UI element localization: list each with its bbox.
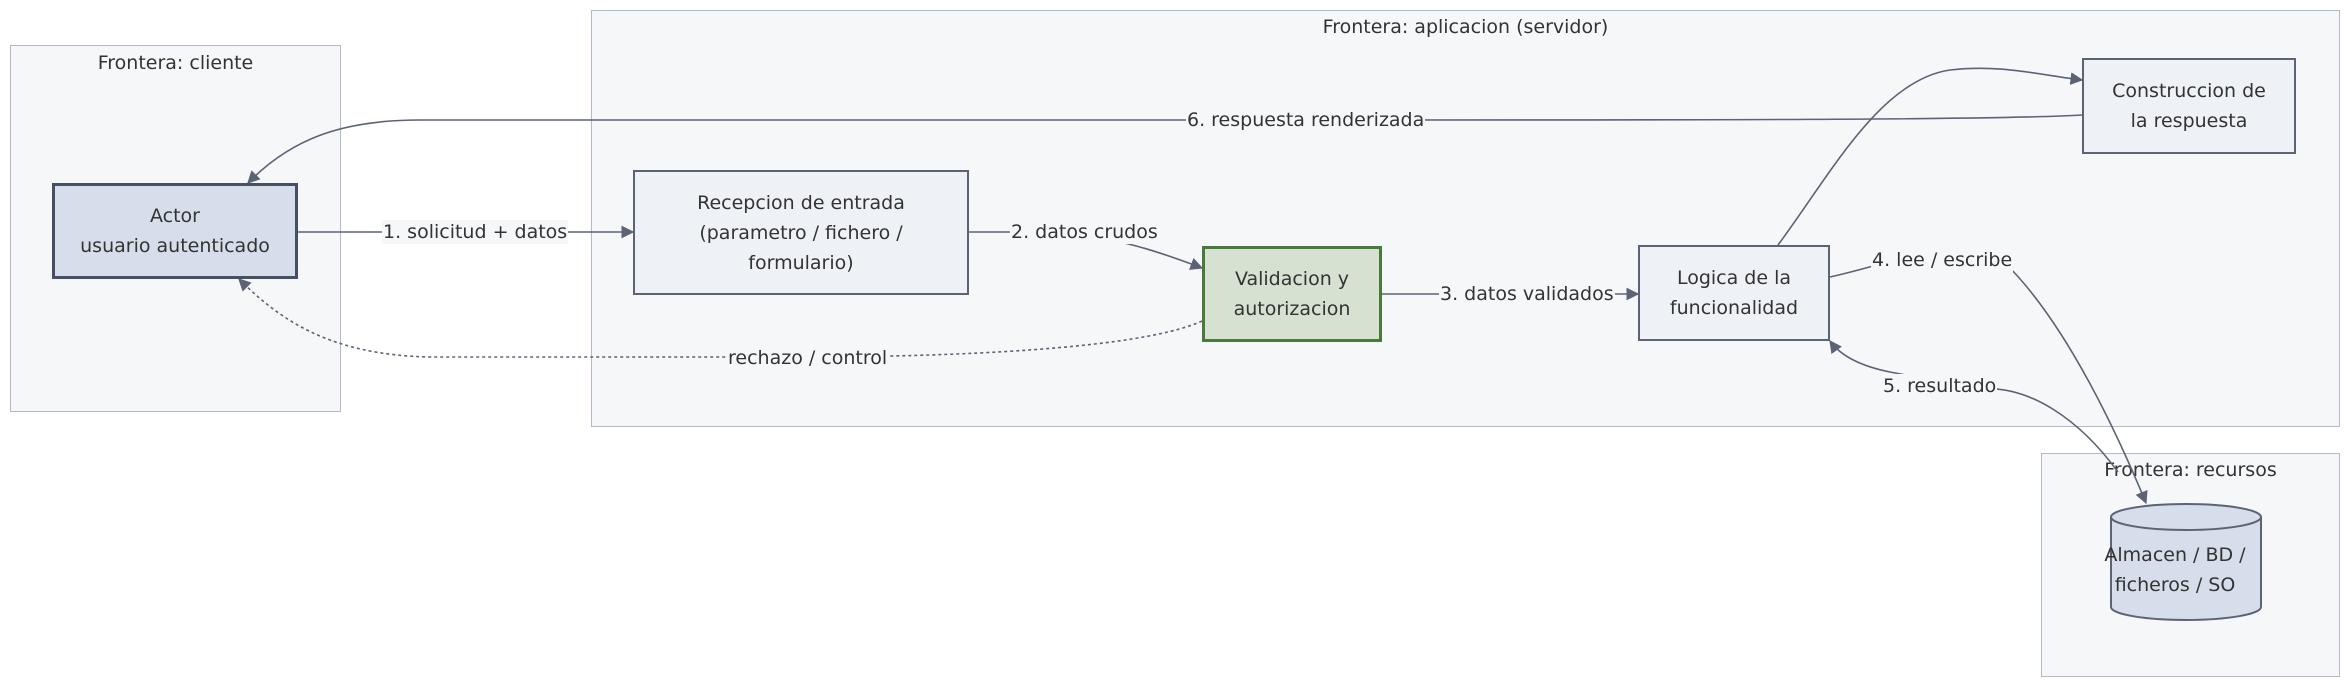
edge-label-request: 1. solicitud + datos xyxy=(382,220,569,244)
logic-line1: Logica de la xyxy=(1676,267,1792,289)
store-line1: Almacen / BD / xyxy=(2104,544,2246,566)
actor-line1: Actor xyxy=(150,205,200,227)
store-node[interactable]: Almacen / BD / ficheros / SO xyxy=(2100,540,2250,600)
edge-logic-to-response xyxy=(1777,67,2084,246)
validation-line2: autorizacion xyxy=(1233,298,1351,320)
edge-label-validated: 3. datos validados xyxy=(1439,282,1615,306)
edge-label-read-write: 4. lee / escribe xyxy=(1871,248,2014,272)
validation-line1: Validacion y xyxy=(1234,268,1350,290)
response-node[interactable]: Construccion de la respuesta xyxy=(2082,58,2296,154)
validation-node[interactable]: Validacion y autorizacion xyxy=(1202,246,1382,342)
store-cylinder xyxy=(2110,503,2262,621)
response-line1: Construccion de xyxy=(2112,80,2266,102)
edge-label-reject: rechazo / control xyxy=(727,346,889,370)
edge-label-rendered: 6. respuesta renderizada xyxy=(1186,108,1426,132)
edge-reject xyxy=(238,278,1203,358)
edge-rendered xyxy=(247,114,2083,184)
reception-line1: Recepcion de entrada xyxy=(697,191,905,214)
reception-node[interactable]: Recepcion de entrada (parametro / ficher… xyxy=(633,170,969,295)
reception-line3: formulario) xyxy=(748,251,854,274)
logic-line2: funcionalidad xyxy=(1669,297,1799,319)
logic-node[interactable]: Logica de la funcionalidad xyxy=(1638,245,1830,341)
edge-label-result: 5. resultado xyxy=(1882,374,1998,398)
reception-line2: (parametro / fichero / xyxy=(699,221,903,244)
actor-line2: usuario autenticado xyxy=(80,235,270,257)
actor-node[interactable]: Actor usuario autenticado xyxy=(52,183,298,279)
edge-label-raw: 2. datos crudos xyxy=(1010,220,1159,244)
app-boundary-title: Frontera: aplicacion (servidor) xyxy=(1322,16,1609,38)
client-boundary-title: Frontera: cliente xyxy=(97,52,254,74)
response-line2: la respuesta xyxy=(2130,110,2248,132)
store-line2: ficheros / SO xyxy=(2114,574,2236,596)
edge-result xyxy=(1829,339,2119,473)
resources-boundary-title: Frontera: recursos xyxy=(2104,459,2277,481)
